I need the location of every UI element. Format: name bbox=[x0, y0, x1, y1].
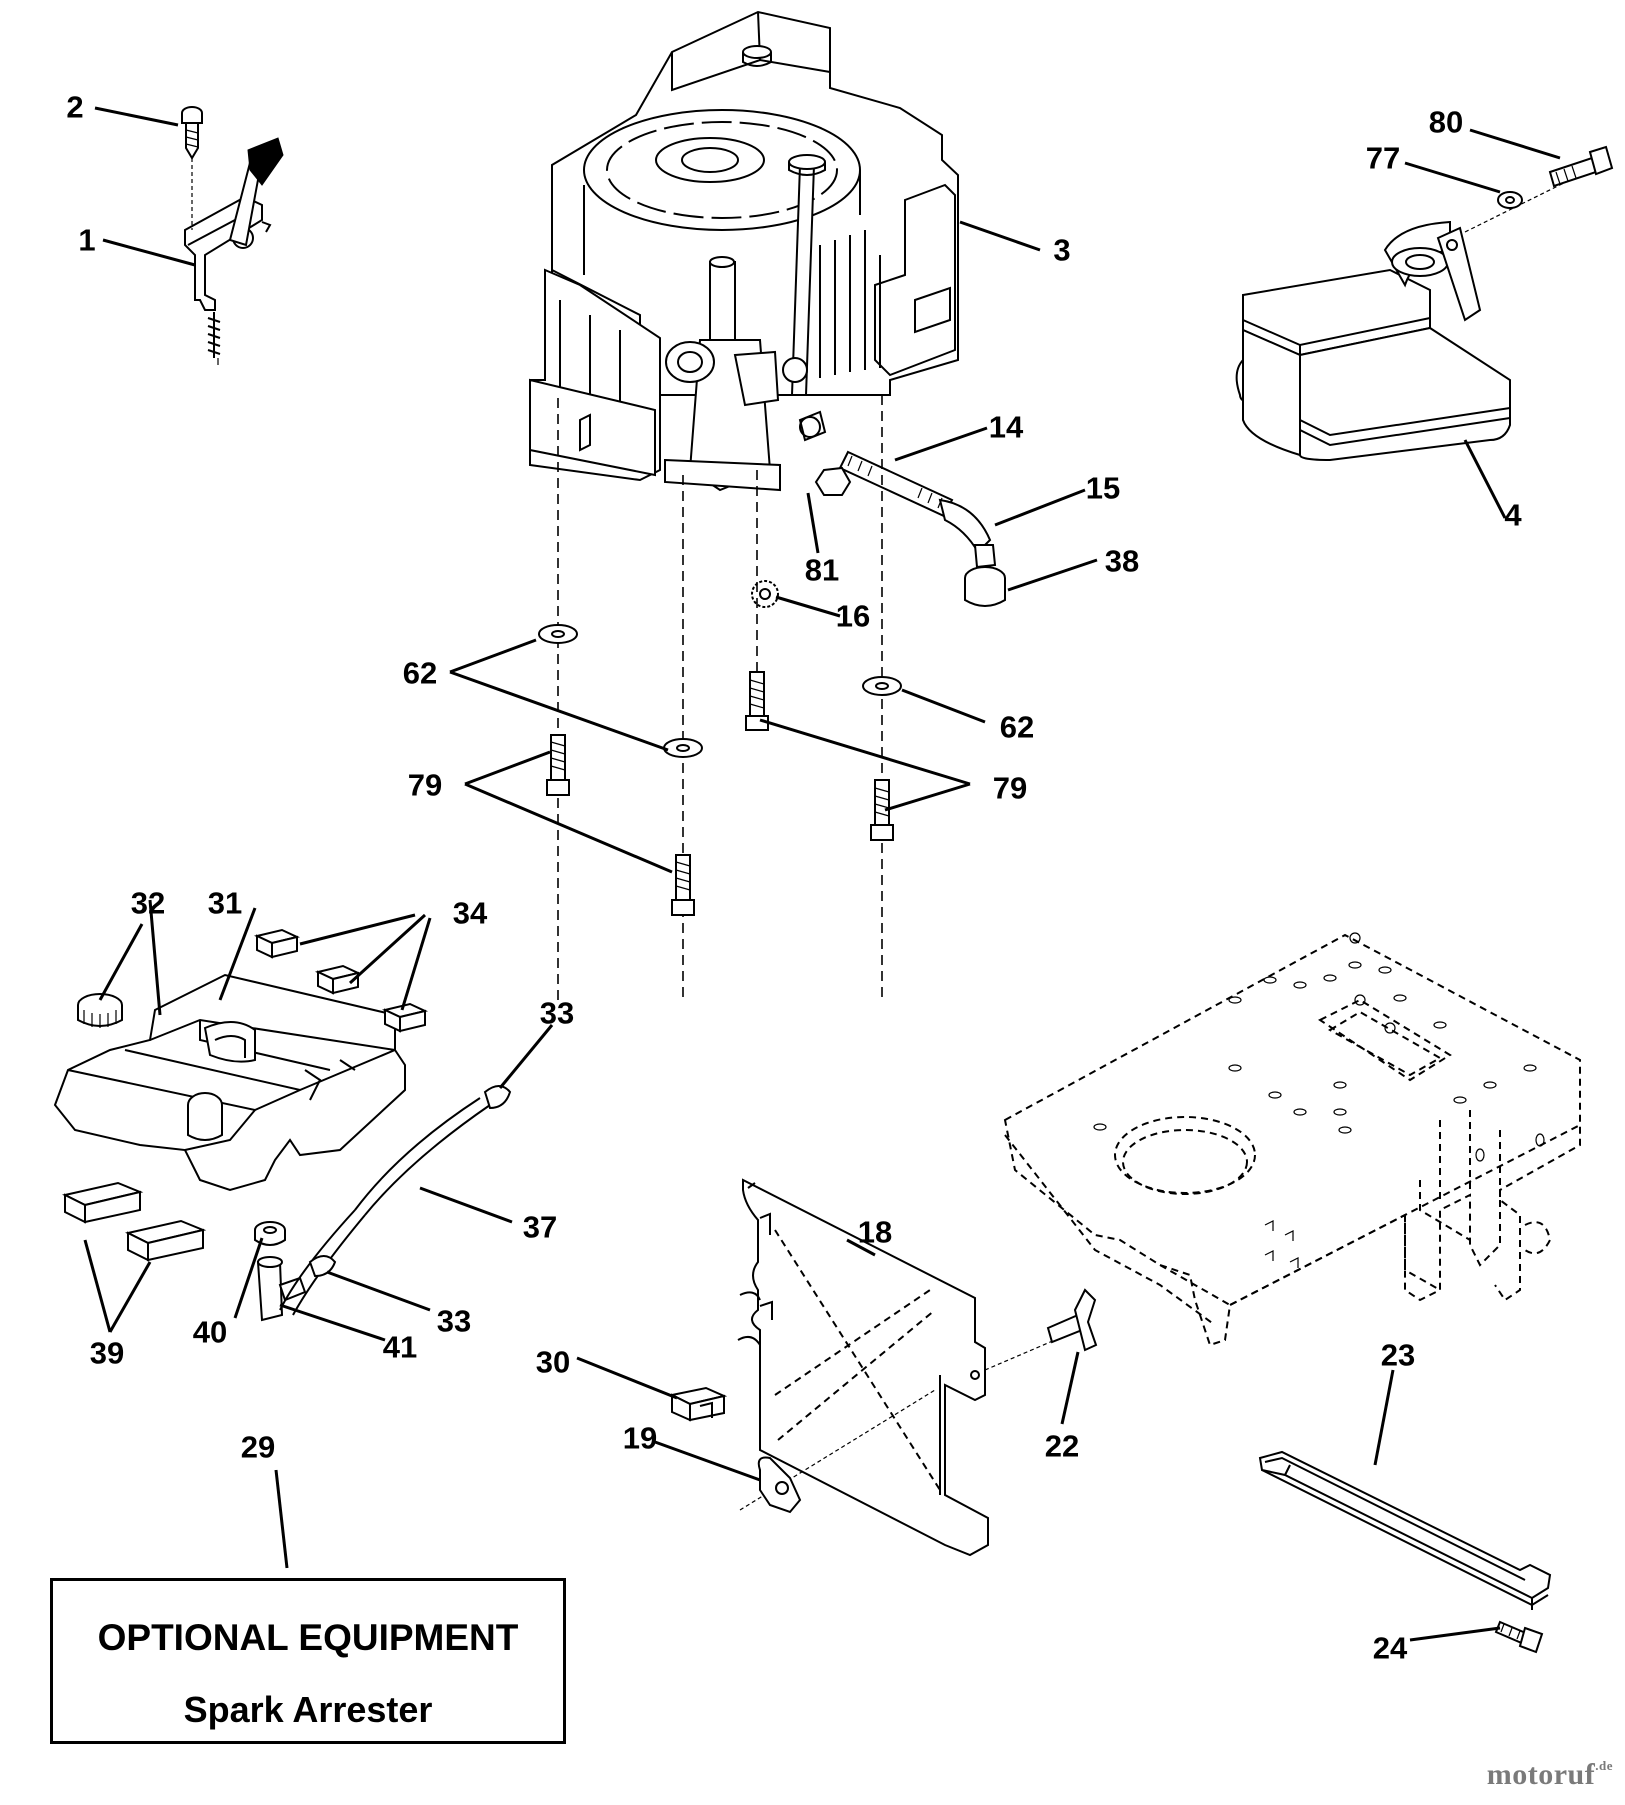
callout-33-lower: 33 bbox=[436, 1303, 472, 1339]
callout-1: 1 bbox=[78, 222, 96, 258]
heat-shield-part bbox=[668, 1178, 1098, 1557]
callout-4: 4 bbox=[1504, 497, 1522, 533]
callout-3: 3 bbox=[1053, 232, 1071, 268]
watermark-suffix: .de bbox=[1595, 1758, 1613, 1773]
callout-14: 14 bbox=[988, 409, 1024, 445]
callout-22: 22 bbox=[1044, 1428, 1080, 1464]
belt-guard-part bbox=[1258, 1450, 1552, 1654]
callout-79-right: 79 bbox=[992, 770, 1028, 806]
callout-16: 16 bbox=[835, 598, 871, 634]
fuel-fitting-parts bbox=[751, 450, 1006, 608]
callout-80: 80 bbox=[1428, 104, 1464, 140]
callout-41: 41 bbox=[382, 1329, 418, 1365]
frame-part bbox=[1003, 932, 1581, 1347]
optional-equipment-box: OPTIONAL EQUIPMENT Spark Arrester bbox=[50, 1578, 566, 1744]
callout-29: 29 bbox=[240, 1429, 276, 1465]
callout-30: 30 bbox=[535, 1344, 571, 1380]
callout-38: 38 bbox=[1104, 543, 1140, 579]
watermark-main: motoruf bbox=[1486, 1758, 1596, 1791]
callout-62-right: 62 bbox=[999, 709, 1035, 745]
callout-39: 39 bbox=[89, 1335, 125, 1371]
callout-24: 24 bbox=[1372, 1630, 1408, 1666]
callout-19: 19 bbox=[622, 1420, 658, 1456]
callout-34: 34 bbox=[452, 895, 488, 931]
engine-part bbox=[529, 10, 959, 492]
callout-32: 32 bbox=[130, 885, 166, 921]
callout-18: 18 bbox=[857, 1214, 893, 1250]
callout-77: 77 bbox=[1365, 140, 1401, 176]
callout-62-left: 62 bbox=[402, 655, 438, 691]
optional-equipment-subtitle: Spark Arrester bbox=[183, 1689, 433, 1730]
muffler-part bbox=[1235, 145, 1614, 462]
callout-15: 15 bbox=[1085, 470, 1121, 506]
fuel-tank-part bbox=[53, 928, 512, 1322]
mounting-hardware bbox=[538, 395, 902, 1000]
leader-lines bbox=[83, 106, 1561, 1642]
callout-33-upper: 33 bbox=[539, 995, 575, 1031]
callout-81: 81 bbox=[804, 552, 840, 588]
callout-37: 37 bbox=[522, 1209, 558, 1245]
watermark: motoruf.de bbox=[1487, 1758, 1613, 1792]
callout-2: 2 bbox=[66, 89, 84, 125]
throttle-control-part bbox=[181, 106, 284, 365]
callout-40: 40 bbox=[192, 1314, 228, 1350]
callout-31: 31 bbox=[207, 885, 243, 921]
optional-equipment-title: OPTIONAL EQUIPMENT bbox=[97, 1617, 519, 1658]
callout-23: 23 bbox=[1380, 1337, 1416, 1373]
callout-79-left: 79 bbox=[407, 767, 443, 803]
